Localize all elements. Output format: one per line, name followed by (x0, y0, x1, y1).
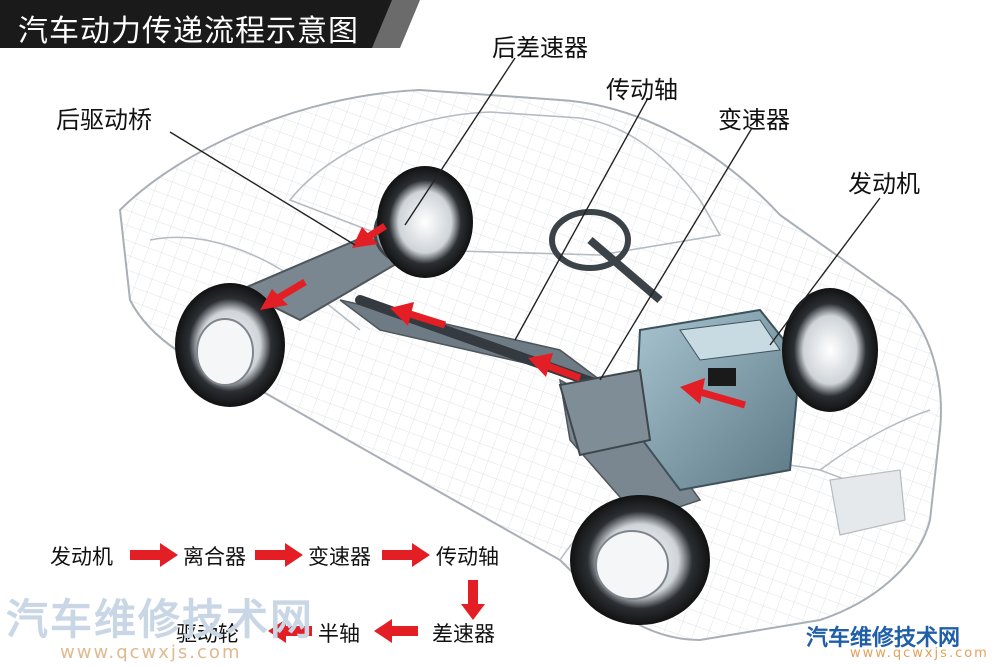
flow-step-differential: 差速器 (432, 622, 495, 646)
flow-step-drive-shaft: 传动轴 (436, 545, 499, 569)
flow-step-half-shaft: 半轴 (318, 622, 360, 646)
arrow-shaft-to-diff (390, 302, 447, 329)
watermark-main: 汽车维修技术网 (6, 595, 315, 644)
flow-arrow-2 (255, 543, 303, 567)
watermark-corner-url: www.qcwxjs.com (850, 646, 989, 661)
title-banner (0, 0, 420, 48)
callout-drive-shaft: 传动轴 (606, 76, 678, 104)
steering-wheel-icon (549, 209, 663, 304)
front-left-wheel (570, 495, 710, 625)
watermark-corner: 汽车维修技术网 (806, 626, 961, 651)
flow-chart-arrows (130, 543, 485, 643)
callout-transmission: 变速器 (718, 106, 790, 134)
transmission-part (558, 368, 652, 457)
flow-arrow-down (461, 580, 485, 620)
arrow-axle-to-wheel (260, 278, 307, 310)
rear-right-wheel (377, 166, 473, 278)
flow-arrow-4 (374, 619, 418, 643)
watermark-url: www.qcwxjs.com (60, 642, 242, 663)
power-flow-arrows (260, 223, 746, 409)
flow-step-drive-wheel: 驱动轮 (176, 622, 239, 646)
callout-leader-lines (169, 57, 881, 381)
page-title: 汽车动力传递流程示意图 (18, 14, 359, 49)
arrow-diff-to-axle (352, 223, 387, 248)
flow-arrow-5 (268, 619, 312, 643)
arrow-engine-to-transmission (680, 378, 746, 409)
flow-step-transmission: 变速器 (308, 545, 371, 569)
callout-rear-differential: 后差速器 (492, 34, 588, 62)
flow-arrow-1 (130, 543, 178, 567)
arrow-transmission-to-shaft (528, 353, 582, 382)
callout-engine: 发动机 (848, 170, 920, 198)
front-right-wheel (782, 288, 878, 412)
flow-step-clutch: 离合器 (183, 545, 246, 569)
flow-arrow-3 (382, 543, 430, 567)
callout-rear-drive-axle: 后驱动桥 (56, 106, 152, 134)
flow-step-engine: 发动机 (50, 545, 113, 569)
rear-left-wheel (175, 283, 285, 407)
